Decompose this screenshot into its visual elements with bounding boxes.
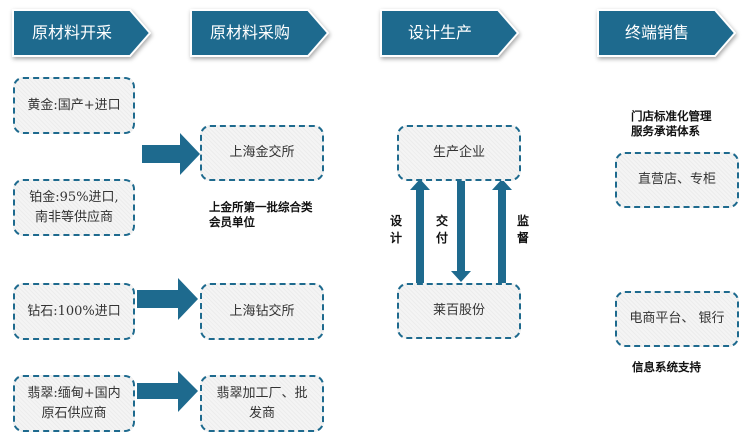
stage-label: 设计生产 [407,23,472,42]
arrow-deliver-down [451,179,471,282]
source-platinum: 铂金:95%进口, 南非等供应商 [13,179,135,236]
arrow-design-up [410,179,430,284]
procurement-jade-wholesaler: 翡翠加工厂、批 发商 [200,375,324,432]
retail-channel-stores: 直营店、专柜 [615,152,739,208]
arrow-diamond-to-sde [137,278,198,320]
stage-label: 原材料开采 [31,23,112,42]
retail-top-note: 门店标准化管理 服务承诺体系 [631,109,712,138]
procurement-sde-text: 上海钻交所 [229,303,295,319]
procurement-sge-text: 上海金交所 [229,145,295,160]
arrow-supervise-up [492,179,512,284]
stage-label: 终端销售 [624,23,689,42]
retail-channel-online-text: 电商平台、 银行 [629,311,725,326]
stage-header-design-production: 设计生产 [380,9,520,57]
company-box-text: 莱百股份 [432,303,485,318]
procurement-sge: 上海金交所 [200,125,324,181]
arrow-jade-to-wholesaler [137,371,198,412]
stage-header-retail: 终端销售 [597,9,737,57]
production-enterprise-text: 生产企业 [432,145,485,160]
chevron-shape [597,9,737,57]
chevron-shape [380,9,520,57]
flow-label-supervise: 监 督 [517,214,530,245]
source-gold: 黄金:国产+进口 [13,77,135,134]
procurement-jade-text: 翡翠加工厂、批 发商 [216,385,308,421]
stage-header-procurement: 原材料采购 [190,9,330,57]
source-jade: 翡翠:缅甸+国内 原石供应商 [13,375,135,432]
source-diamond: 钻石:100%进口 [13,283,135,340]
retail-channel-stores-text: 直营店、专柜 [637,172,716,187]
company-box: 莱百股份 [397,283,521,339]
source-jade-text: 翡翠:缅甸+国内 原石供应商 [27,385,121,421]
retail-channel-online: 电商平台、 银行 [615,291,739,347]
source-diamond-text: 钻石:100%进口 [27,303,121,319]
procurement-sde: 上海钻交所 [200,283,324,340]
arrow-gold-to-sge [142,133,200,175]
source-gold-text: 黄金:国产+进口 [27,97,121,113]
stage-label: 原材料采购 [209,23,290,42]
source-platinum-text: 铂金:95%进口, 南非等供应商 [29,189,119,225]
chevron-shape [190,9,330,57]
procurement-note: 上金所第一批综合类 会员单位 [209,200,313,229]
flow-label-deliver: 交 付 [436,214,449,245]
retail-bottom-note: 信息系统支持 [632,360,701,374]
chevron-shape [12,9,152,57]
stage-header-mining: 原材料开采 [12,9,152,57]
flow-label-design: 设 计 [390,214,403,245]
production-enterprise: 生产企业 [397,125,521,181]
